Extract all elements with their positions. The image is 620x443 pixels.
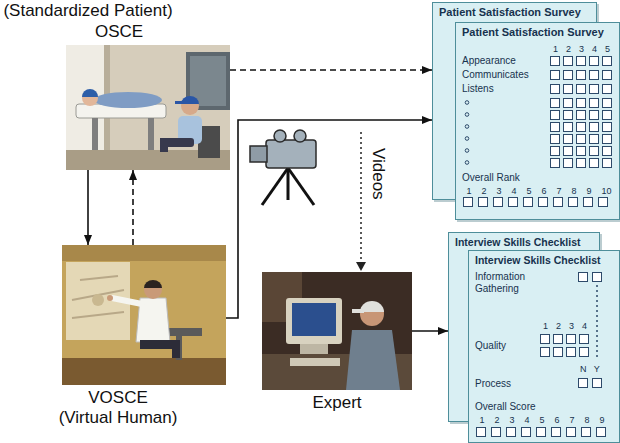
panel-subtitle: (Virtual Human) — [59, 408, 178, 428]
scale-numbers: 1 2 3 4 5 6 7 8 9 10 — [467, 186, 612, 196]
form-title: Patient Satisfaction Survey — [462, 26, 604, 39]
panel-title: VOSCE — [88, 388, 148, 408]
osce-photo — [66, 45, 230, 170]
expert-photo-panel: Expert — [262, 272, 412, 390]
survey-form: Patient Satisfaction Survey 1 2 3 4 5 Appe… — [455, 22, 620, 220]
form-title: Interview Skills Checklist — [455, 236, 580, 248]
osce-photo-panel: (Standardized Patient)OSCE — [66, 45, 230, 170]
flow-arrow — [132, 170, 134, 245]
item-label: Information Gathering — [475, 271, 541, 294]
scale-numbers: 1 2 3 4 — [543, 321, 587, 331]
item-label: Overall Rank — [462, 172, 520, 184]
panel-title: Expert — [312, 393, 361, 413]
panel-title: OSCE — [95, 22, 143, 42]
panel-subtitle: (Standardized Patient) — [3, 1, 172, 21]
video-camera — [250, 130, 316, 205]
form-title: Patient Satisfaction Survey — [439, 6, 581, 19]
flow-arrow — [412, 330, 448, 332]
scale-numbers: 1 2 3 4 5 6 7 8 9 — [480, 415, 605, 425]
video-arrow — [356, 132, 366, 271]
scale-numbers: N Y — [580, 364, 600, 374]
flow-arrow — [230, 69, 432, 71]
flow-arrow — [226, 120, 432, 318]
scale-numbers: 1 2 3 4 5 — [553, 44, 610, 54]
item-label: Communicates — [462, 69, 529, 81]
checklist-form: Interview Skills ChecklistInformation Ga… — [468, 250, 620, 443]
item-label: Overall Score — [475, 401, 536, 413]
flow-arrow — [87, 170, 89, 245]
item-label: Process — [475, 378, 511, 390]
item-label: Quality — [475, 340, 506, 352]
expert-photo — [262, 272, 412, 390]
form-title: Interview Skills Checklist — [475, 254, 600, 266]
video-label: Videos — [368, 148, 388, 200]
item-label: Listens — [462, 83, 494, 95]
item-label: Appearance — [462, 55, 516, 67]
vosce-photo — [62, 245, 226, 385]
vosce-photo-panel: VOSCE(Virtual Human) — [62, 245, 226, 385]
